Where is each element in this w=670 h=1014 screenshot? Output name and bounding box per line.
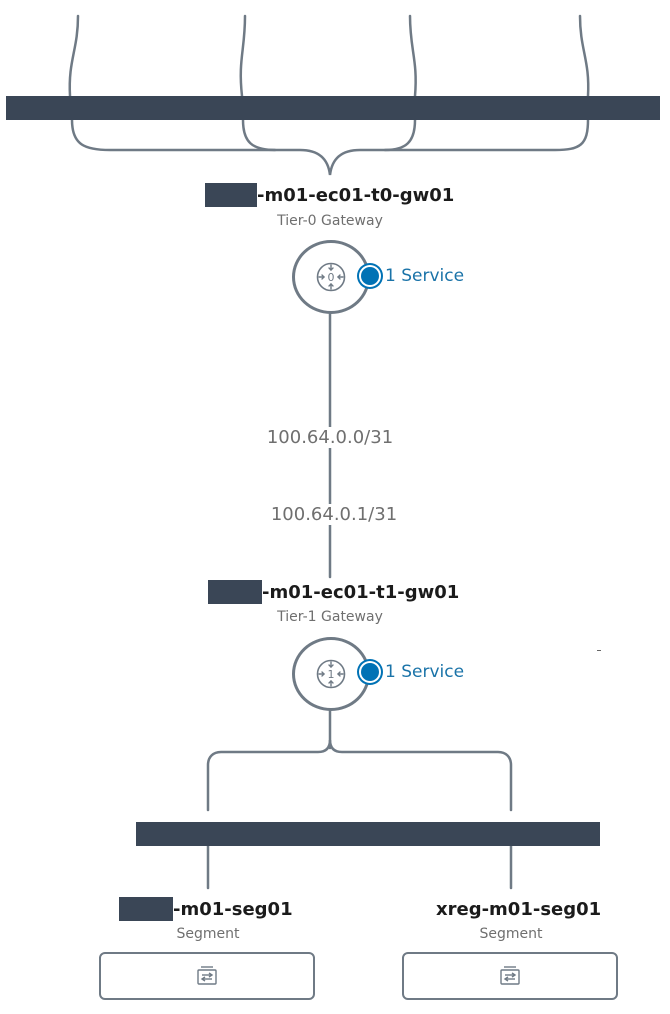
- redacted-name-prefix: [205, 183, 257, 207]
- redacted-name-prefix: [119, 897, 173, 921]
- tier1-name-text: -m01-ec01-t1-gw01: [262, 581, 460, 603]
- redacted-segment-bar: [136, 822, 600, 846]
- router-icon: 1: [316, 659, 346, 689]
- service-indicator-icon: [361, 267, 379, 285]
- redacted-name-prefix: [208, 580, 262, 604]
- segment-2-node[interactable]: [402, 952, 618, 1000]
- tier0-gateway-node[interactable]: 0: [292, 240, 370, 314]
- tier0-service-label: 1 Service: [385, 266, 465, 286]
- tier0-service-link[interactable]: 1 Service: [361, 266, 464, 286]
- segment-2-name-text: xreg-m01-seg01: [436, 898, 602, 920]
- tier1-service-link[interactable]: 1 Service: [361, 662, 464, 682]
- tier0-type-label: Tier-0 Gateway: [277, 213, 383, 229]
- tier1-gateway-name[interactable]: -m01-ec01-t1-gw01: [208, 580, 459, 604]
- segment-2-type-label: Segment: [479, 926, 543, 942]
- uplink-line-2: [239, 14, 247, 98]
- uplink-line-1: [68, 14, 80, 98]
- uplink-line-3: [408, 14, 417, 98]
- tier1-service-label: 1 Service: [385, 662, 465, 682]
- segment-1-name-text: -m01-seg01: [173, 898, 293, 920]
- uplink-line-4: [578, 14, 590, 98]
- tier0-gateway-name[interactable]: -m01-ec01-t0-gw01: [205, 183, 454, 207]
- segment-1-name[interactable]: -m01-seg01: [119, 897, 293, 921]
- segment-1-type-label: Segment: [176, 926, 240, 942]
- stray-mark: [597, 650, 601, 651]
- segment-2-name[interactable]: xreg-m01-seg01: [436, 897, 601, 921]
- redacted-uplink-bar: [6, 96, 660, 120]
- tier1-icon-glyph: 1: [328, 668, 335, 681]
- tier1-type-label: Tier-1 Gateway: [277, 609, 383, 625]
- upper-subnet-label: 100.64.0.0/31: [230, 427, 430, 448]
- uplink-bracket-mid-left: [241, 118, 277, 152]
- router-icon: 0: [316, 262, 346, 292]
- uplink-bracket: [70, 118, 590, 176]
- tier1-gateway-node[interactable]: 1: [292, 637, 370, 711]
- tier0-icon-glyph: 0: [328, 271, 335, 284]
- service-indicator-icon: [361, 663, 379, 681]
- segment-icon: [197, 966, 217, 985]
- segment-bracket: [206, 739, 513, 812]
- segment-1-node[interactable]: [99, 952, 315, 1000]
- segment-icon: [500, 966, 520, 985]
- tier0-name-text: -m01-ec01-t0-gw01: [257, 184, 455, 206]
- uplink-bracket-mid-right: [383, 118, 417, 152]
- lower-subnet-label: 100.64.0.1/31: [234, 504, 434, 525]
